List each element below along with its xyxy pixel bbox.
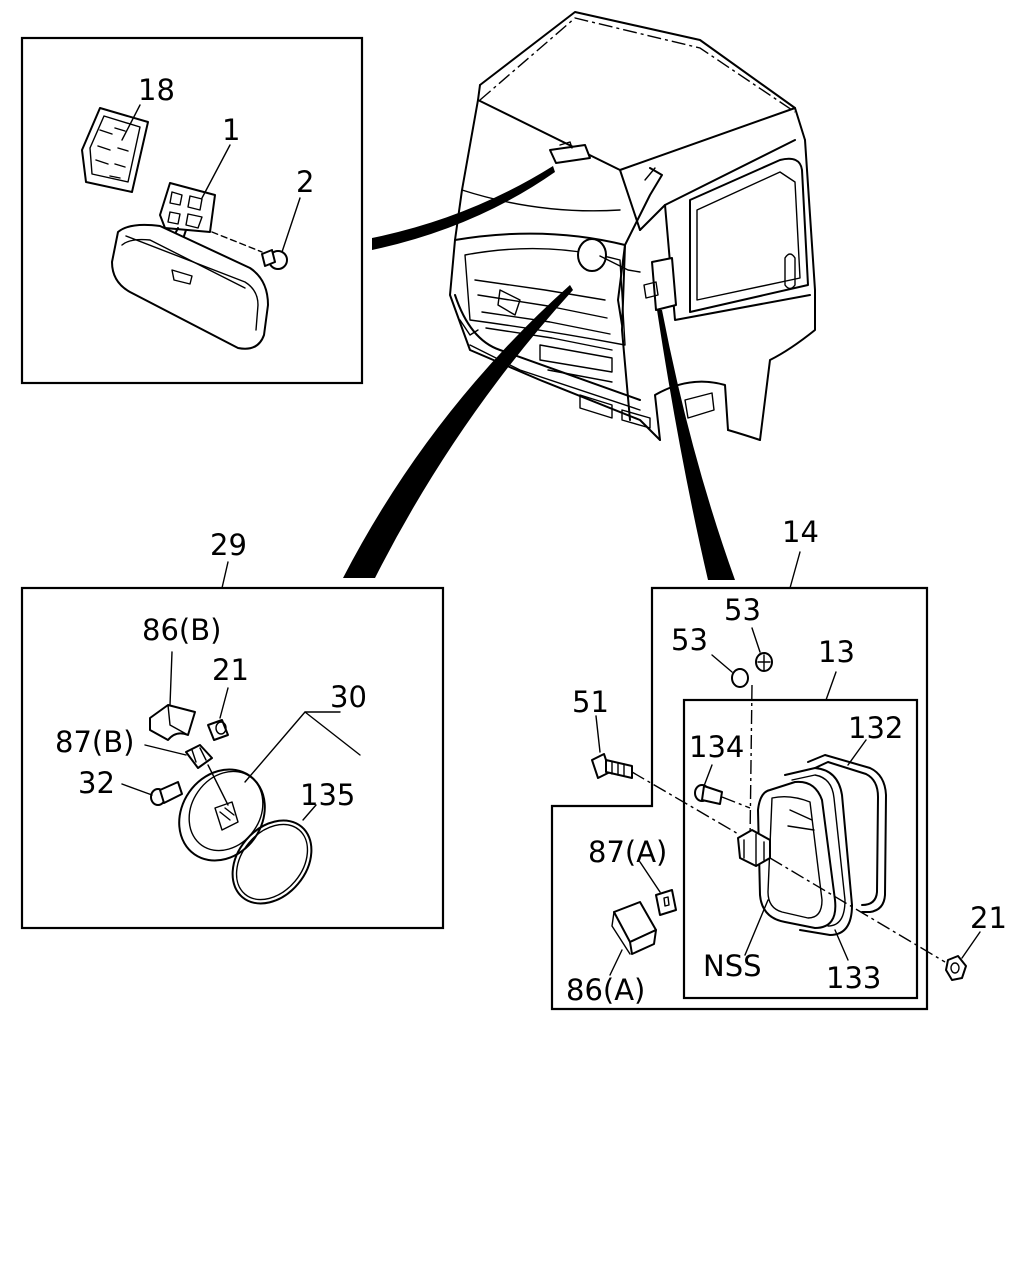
label-86a: 86(A) xyxy=(566,973,645,1007)
bracket-part-87b xyxy=(185,744,213,769)
gasket-part-133 xyxy=(784,767,853,936)
label-87a: 87(A) xyxy=(588,835,667,869)
label-30: 30 xyxy=(330,680,367,714)
nut-part-21-b xyxy=(945,955,967,981)
cover-part-86a xyxy=(611,901,657,955)
detail-box-under-mirror: 29 86(B) 21 87(B) 32 xyxy=(20,528,445,930)
detail-box-interior-mirror: 18 1 2 xyxy=(20,36,364,385)
label-53-b: 53 xyxy=(724,593,761,627)
detail-box-side-marker: 14 13 53 53 51 134 xyxy=(550,515,1007,1011)
label-53-a: 53 xyxy=(671,623,708,657)
bolt-part-51 xyxy=(591,753,633,779)
mirror-part-30 xyxy=(178,764,266,862)
label-51: 51 xyxy=(572,685,609,719)
label-87b: 87(B) xyxy=(55,725,134,759)
screw-part-134 xyxy=(694,784,723,805)
label-nss: NSS xyxy=(703,949,762,983)
bolt-part-32 xyxy=(150,781,183,806)
label-1: 1 xyxy=(222,113,240,147)
label-2: 2 xyxy=(296,165,314,199)
label-13: 13 xyxy=(818,635,855,669)
mirror-bracket-part-1 xyxy=(159,182,216,271)
nut-part-21-a xyxy=(207,719,229,741)
truck-cab-illustration xyxy=(449,11,816,441)
rearview-mirror-body xyxy=(111,223,269,350)
label-134: 134 xyxy=(689,730,744,764)
label-29: 29 xyxy=(210,528,247,562)
lamp-body-nss xyxy=(757,780,837,929)
ring-part-135 xyxy=(231,819,313,905)
label-132: 132 xyxy=(848,711,903,745)
clip-part-53 xyxy=(731,652,773,688)
label-86b: 86(B) xyxy=(142,613,221,647)
cover-part-86b xyxy=(149,704,196,741)
label-14: 14 xyxy=(782,515,819,549)
bracket-part-87a xyxy=(655,889,677,916)
lens-frame-part-132 xyxy=(807,754,887,913)
label-133: 133 xyxy=(826,961,881,995)
label-21-b: 21 xyxy=(970,901,1007,935)
label-18: 18 xyxy=(138,73,175,107)
label-21-a: 21 xyxy=(212,653,249,687)
callout-pointers xyxy=(343,166,735,580)
label-32: 32 xyxy=(78,766,115,800)
screw-part-2 xyxy=(211,231,288,270)
mirror-pad-part-18 xyxy=(81,107,149,193)
label-135: 135 xyxy=(300,778,355,812)
